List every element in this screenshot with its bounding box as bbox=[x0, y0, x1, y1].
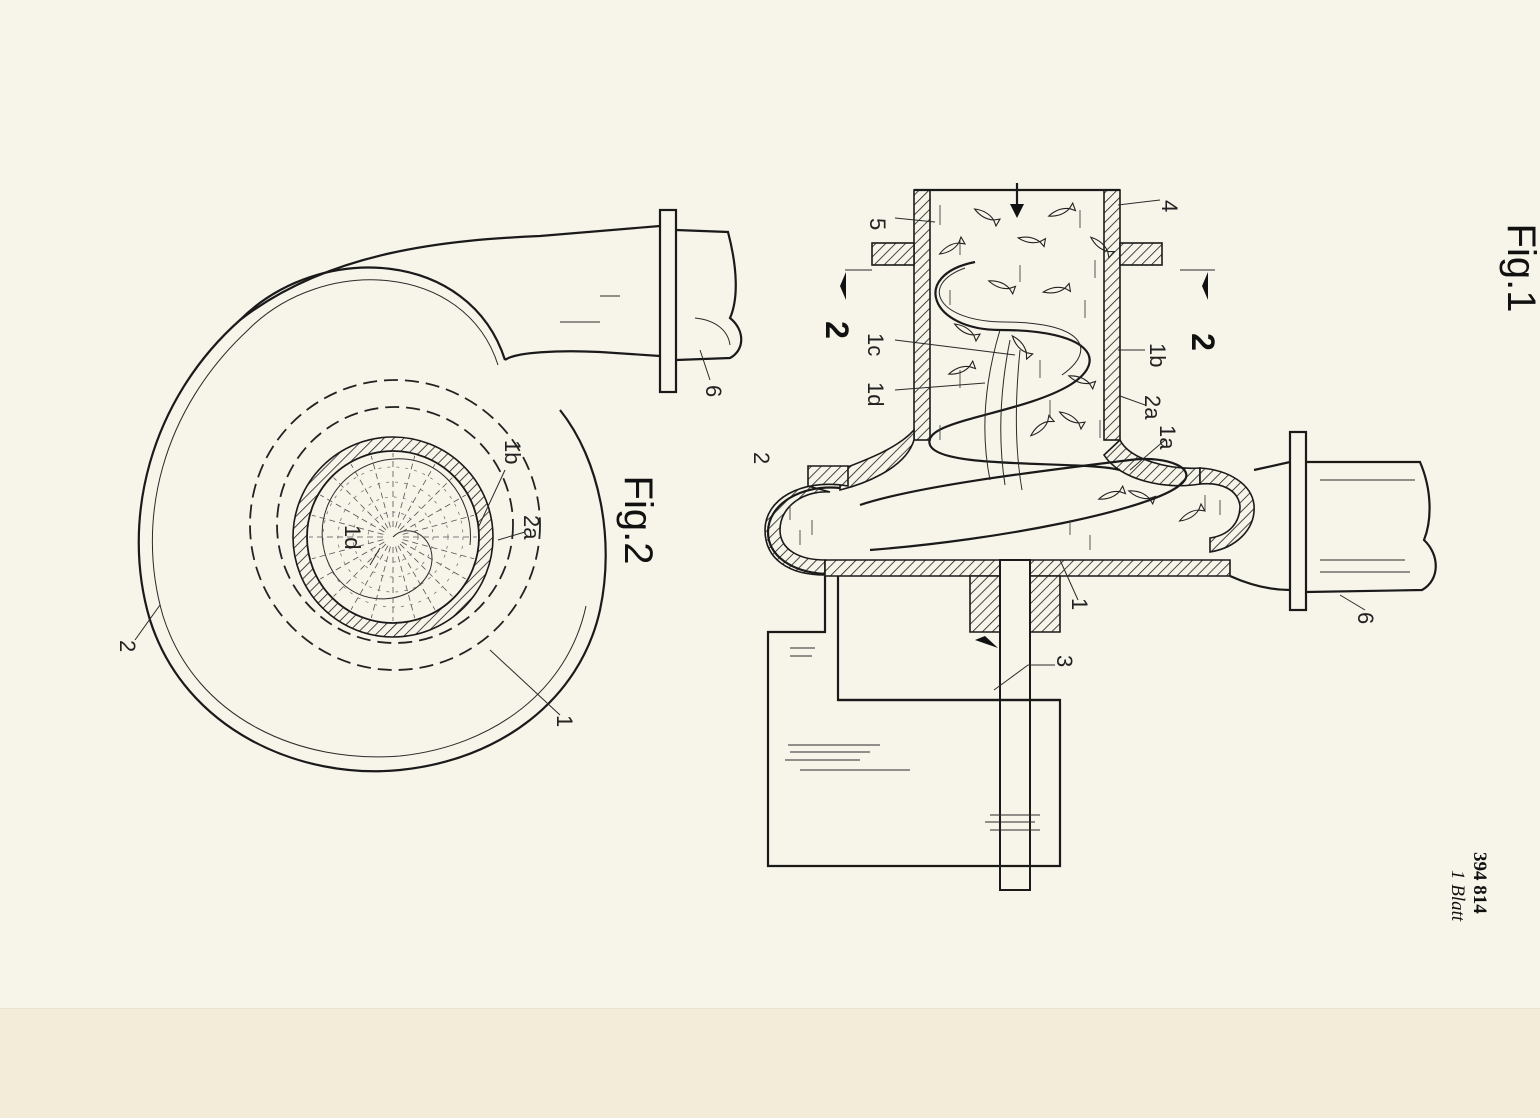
section-mark-left: 2 bbox=[819, 321, 855, 339]
radial-line bbox=[401, 541, 466, 580]
radial-line bbox=[402, 539, 475, 560]
figure-1 bbox=[764, 183, 1437, 891]
spiral-blade bbox=[321, 458, 471, 600]
fish-icon bbox=[973, 208, 1002, 228]
sheet-note: 1 Blatt bbox=[1447, 870, 1468, 922]
radial-line bbox=[350, 464, 389, 529]
radial-line bbox=[395, 546, 416, 619]
ring-line bbox=[337, 481, 449, 593]
fig1-label: Fig.1 bbox=[1499, 224, 1540, 313]
fig1-ref-1a: 1a bbox=[1155, 425, 1180, 450]
radial-line bbox=[395, 455, 416, 528]
radial-grid bbox=[309, 453, 477, 621]
ring-line bbox=[367, 511, 419, 563]
fig2-ref-6: 6 bbox=[701, 385, 726, 397]
outlet-pipe-top bbox=[239, 224, 661, 321]
section-mark-right: 2 bbox=[1185, 333, 1221, 351]
volute-inner-contour bbox=[151, 279, 587, 758]
runner-inner-dashed bbox=[276, 406, 514, 644]
radial-line bbox=[402, 514, 475, 535]
fig1-ref-4: 4 bbox=[1157, 200, 1182, 212]
radial-line bbox=[350, 545, 389, 610]
fig1-ref-6: 6 bbox=[1353, 612, 1378, 624]
fig2-ref-1: 1 bbox=[552, 715, 577, 727]
volute-section-left bbox=[764, 465, 849, 576]
fig2-ref-1b: 1b bbox=[500, 440, 525, 464]
fish-icon bbox=[1016, 236, 1047, 248]
fig1-ref-1c: 1c bbox=[863, 333, 888, 356]
fig2-label: Fig.2 bbox=[616, 476, 660, 565]
fish-icon bbox=[1011, 334, 1034, 361]
fig2-ref-1d: 1d bbox=[340, 525, 365, 549]
fig1-ref-2a: 2a bbox=[1140, 395, 1165, 420]
radial-line bbox=[397, 464, 436, 529]
radial-line bbox=[401, 494, 466, 533]
fish-icon bbox=[947, 359, 977, 375]
radial-line bbox=[311, 539, 384, 560]
radial-line bbox=[320, 494, 385, 533]
ring-line bbox=[352, 496, 434, 578]
outlet-flange bbox=[658, 208, 678, 394]
fish-icons bbox=[938, 201, 1207, 522]
outlet-pipe-bottom bbox=[504, 350, 661, 361]
fish-icon bbox=[1047, 201, 1077, 217]
radial-line bbox=[320, 541, 385, 580]
outlet-pipe-stub bbox=[675, 228, 743, 362]
fig1-ref-1: 1 bbox=[1067, 598, 1092, 610]
fish-icon bbox=[938, 235, 967, 255]
inlet-flange-left bbox=[871, 242, 915, 266]
water-indication bbox=[789, 205, 1221, 550]
fig2-ref-2: 2 bbox=[115, 640, 140, 652]
fig1-ref-1d: 1d bbox=[863, 382, 888, 406]
volute-casing-outline bbox=[137, 266, 607, 773]
fish-icon bbox=[1089, 236, 1116, 259]
volute-section-right bbox=[1199, 467, 1255, 553]
patent-number: 394 814 bbox=[1469, 852, 1490, 914]
fish-icon bbox=[1041, 282, 1072, 294]
radial-line bbox=[370, 546, 391, 619]
fish-icon bbox=[1178, 502, 1207, 522]
fig1-ref-5: 5 bbox=[865, 218, 890, 230]
radial-line bbox=[399, 477, 453, 531]
outlet-pipe-fig1 bbox=[1305, 460, 1437, 594]
inlet-wall-left bbox=[913, 189, 931, 441]
motor-shading bbox=[785, 647, 1040, 831]
bearing-left bbox=[969, 575, 1001, 633]
fish-icon bbox=[1058, 411, 1087, 431]
runner-outer-dashed bbox=[249, 379, 541, 671]
inlet-flange-right bbox=[1119, 242, 1163, 266]
bearing-right bbox=[1029, 575, 1061, 633]
fish-icon bbox=[953, 323, 982, 343]
fish-icon bbox=[1029, 414, 1056, 437]
fig1-ref-3: 3 bbox=[1052, 655, 1077, 667]
fig1-ref-2: 2 bbox=[749, 452, 774, 464]
scanner-edge-band bbox=[0, 1008, 1540, 1118]
fig2-ref-2a: 2a bbox=[519, 515, 544, 540]
fig1-ref-1b: 1b bbox=[1145, 343, 1170, 367]
radial-line bbox=[399, 543, 453, 597]
runner-blade-lower bbox=[859, 457, 1188, 552]
radial-line bbox=[397, 545, 436, 610]
ring-line bbox=[322, 466, 464, 608]
radial-line bbox=[370, 455, 391, 528]
radial-line bbox=[311, 514, 384, 535]
inlet-wall-right bbox=[1103, 189, 1121, 441]
outlet-flange-fig1 bbox=[1288, 430, 1308, 612]
figure-2 bbox=[134, 208, 743, 773]
drive-shaft bbox=[999, 559, 1031, 891]
screw-blade bbox=[928, 260, 1121, 472]
fish-icon bbox=[987, 280, 1017, 296]
radial-line bbox=[333, 477, 387, 531]
fish-icon bbox=[1097, 484, 1127, 500]
fish-icon bbox=[1067, 375, 1097, 391]
throat-left bbox=[839, 427, 915, 492]
fish-icon bbox=[1127, 490, 1157, 506]
